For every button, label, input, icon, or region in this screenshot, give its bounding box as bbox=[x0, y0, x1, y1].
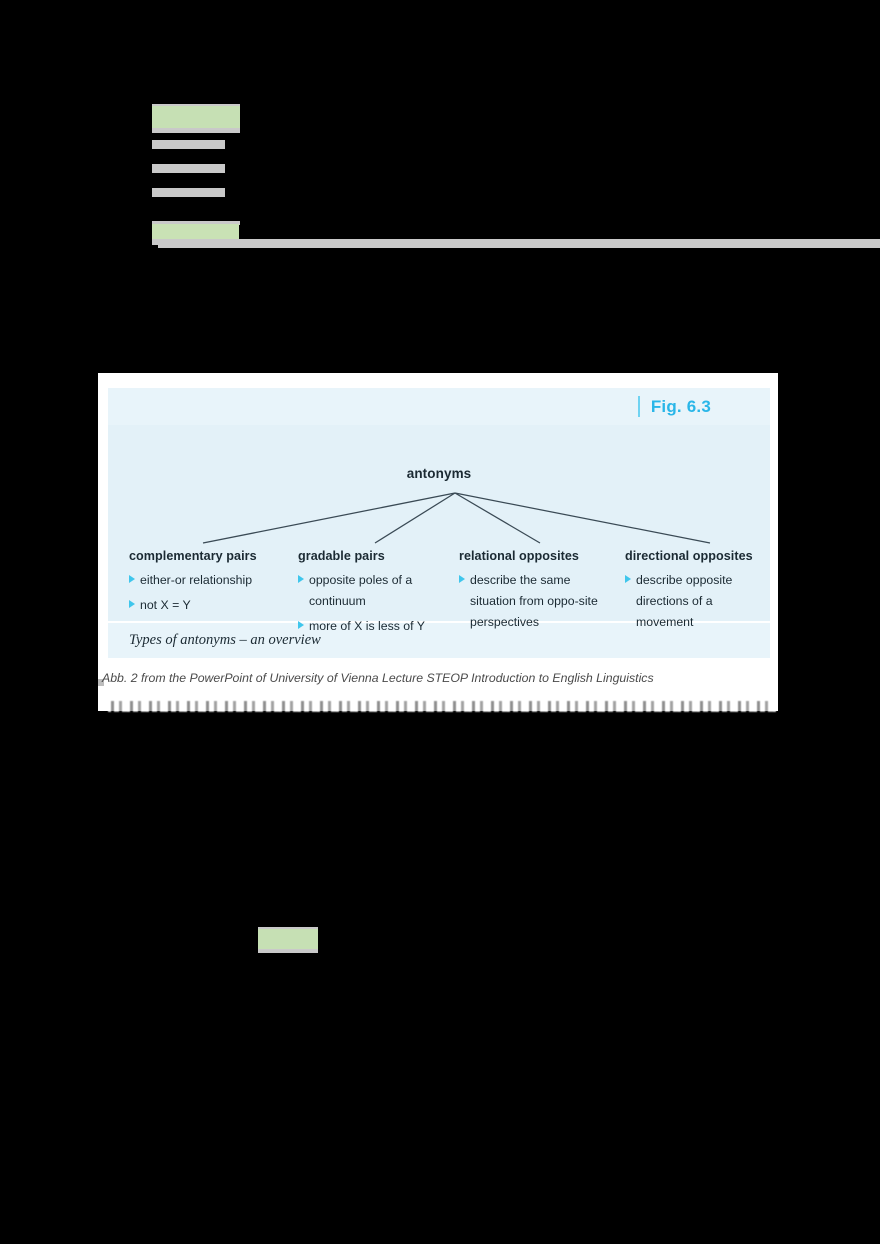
column-relational-opposites: relational opposites describe the same s… bbox=[446, 549, 614, 641]
triangle-bullet-icon bbox=[129, 575, 135, 583]
triangle-bullet-icon bbox=[129, 600, 135, 609]
bullet-item: describe opposite directions of a moveme… bbox=[625, 570, 762, 633]
redaction-bar-long bbox=[158, 245, 880, 248]
triangle-bullet-icon bbox=[459, 575, 465, 583]
triangle-bullet-icon bbox=[625, 575, 631, 583]
redaction-bar bbox=[152, 140, 225, 149]
redaction-bar bbox=[152, 128, 240, 133]
redaction-bar-long bbox=[152, 239, 880, 245]
attribution-marker bbox=[98, 679, 104, 686]
redaction-bar bbox=[258, 949, 318, 953]
column-title: gradable pairs bbox=[298, 549, 385, 563]
redacted-heading-top bbox=[152, 106, 240, 128]
bullet-text: not X = Y bbox=[140, 598, 191, 613]
tree-root-node: antonyms bbox=[406, 466, 472, 481]
figure-label: Fig. 6.3 bbox=[650, 396, 711, 416]
redaction-bar bbox=[152, 221, 240, 225]
column-title: relational opposites bbox=[459, 549, 579, 563]
column-title: complementary pairs bbox=[129, 549, 257, 563]
column-complementary-pairs: complementary pairs either-or relationsh… bbox=[108, 549, 281, 641]
redaction-bar bbox=[258, 927, 318, 930]
figure-attribution: Abb. 2 from the PowerPoint of University… bbox=[102, 671, 654, 685]
figure-antonyms: Fig. 6.3 antonyms complementary pairs ei… bbox=[108, 388, 770, 658]
bullet-item: describe the same situation from oppo-si… bbox=[459, 570, 606, 633]
bullet-text: more of X is less of Y bbox=[309, 619, 425, 634]
column-gradable-pairs: gradable pairs opposite poles of a conti… bbox=[281, 549, 446, 641]
bullet-item: not X = Y bbox=[129, 595, 273, 616]
figure-accent-rule bbox=[637, 396, 640, 417]
bullet-text: describe opposite directions of a moveme… bbox=[636, 573, 733, 630]
bullet-text: opposite poles of a continuum bbox=[309, 573, 413, 609]
bullet-item: more of X is less of Y bbox=[298, 616, 438, 637]
triangle-bullet-icon bbox=[298, 575, 304, 583]
bullet-item: either-or relationship bbox=[129, 570, 273, 591]
bullet-item: opposite poles of a continuum bbox=[298, 570, 438, 612]
figure-header: Fig. 6.3 bbox=[108, 388, 770, 425]
tree-connector-lines bbox=[202, 492, 711, 544]
clipped-text-line bbox=[108, 701, 776, 712]
triangle-bullet-icon bbox=[298, 621, 304, 630]
figure-body: antonyms complementary pairs either-or r… bbox=[108, 425, 770, 633]
redaction-bar bbox=[152, 188, 225, 197]
redacted-word-mid bbox=[258, 929, 318, 949]
redaction-bar bbox=[152, 164, 225, 173]
bullet-text: either-or relationship bbox=[140, 573, 253, 587]
column-title: directional opposites bbox=[625, 549, 753, 563]
figure-caption: Types of antonyms – an overview bbox=[108, 623, 770, 658]
figure-caption-separator bbox=[108, 621, 770, 623]
column-directional-opposites: directional opposites describe opposite … bbox=[614, 549, 770, 641]
bullet-text: describe the same situation from oppo-si… bbox=[470, 573, 598, 630]
figure-columns: complementary pairs either-or relationsh… bbox=[108, 549, 770, 641]
